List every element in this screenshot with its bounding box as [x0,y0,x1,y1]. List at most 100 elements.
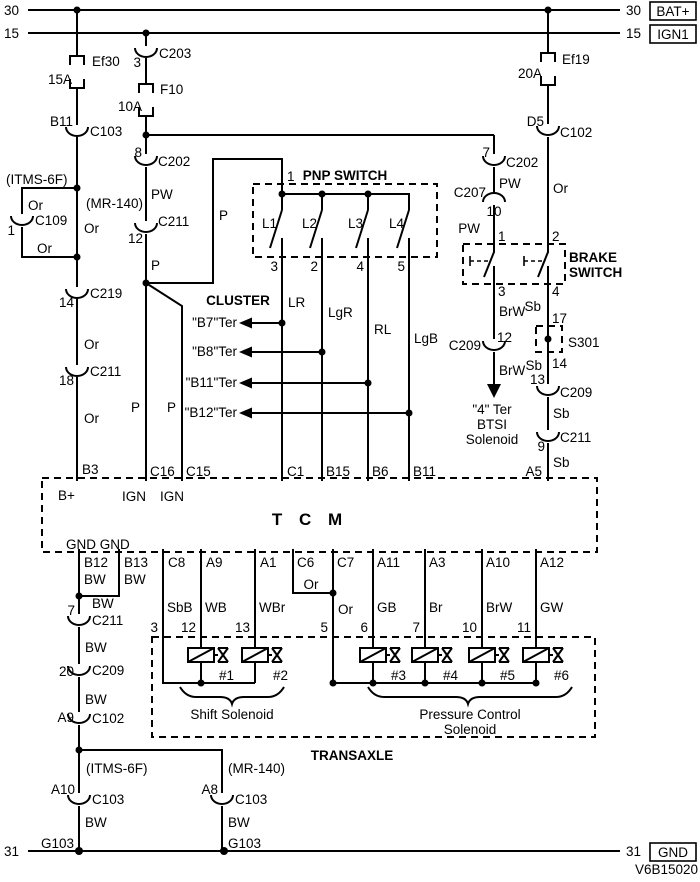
pin-14-s301: 14 [552,356,568,371]
tcm-pin-b12: B12 [84,555,108,570]
connector-c203-label: C203 [159,46,191,61]
group-braces [179,686,573,708]
cluster-terminal-b12: "B12"Ter [185,405,238,420]
pnp-l1-label: L1 [262,216,277,231]
pnp-l3-label: L3 [348,216,363,231]
btsi-label-1: "4" Ter [472,402,512,417]
connector-c211-7-label: C211 [92,613,123,628]
splice-s301-outline [535,325,563,353]
solenoid-4-num: #4 [443,668,459,683]
wire-bw-joint: BW [92,596,114,611]
pin-3-shift: 3 [150,620,158,635]
tcm-pin-b11: B11 [413,464,436,479]
pin-d5-label: D5 [527,114,544,129]
cluster-arrow-b8-icon [239,346,252,358]
wire-or-loop-top: Or [28,198,44,213]
wire-brw-1: BrW [499,304,526,319]
fuse-f10-label: F10 [160,82,183,97]
wire-lgr: LgR [328,305,353,320]
wire-sb-4: Sb [553,455,570,470]
ign1-terminal-label: IGN1 [657,27,689,42]
wire-bw-b12: BW [84,572,106,587]
pin-a9-c102: A9 [57,710,74,725]
wire-sb-2: Sb [525,358,542,373]
brake-switch-title-1: BRAKE [569,250,617,265]
cluster-arrow-b12-icon [239,407,252,419]
mr140-tag-top: (MR-140) [86,196,143,211]
wire-br: Br [429,600,443,615]
transaxle-outline [151,636,596,738]
connector-c109-icon [10,215,34,226]
tcm-pin-c15: C15 [186,464,211,479]
solenoid-5-icon [468,647,510,663]
component-outlines [41,183,598,738]
fuse-ef30-label: Ef30 [92,54,120,69]
pin-13-sol2: 13 [235,620,250,635]
connector-c102-a9-label: C102 [92,711,124,726]
connector-c209-12-icon [482,340,506,351]
wire-or-3: Or [84,411,100,426]
btsi-label-3: Solenoid [466,432,519,447]
mr140-tag-bottom: (MR-140) [228,761,285,776]
shift-solenoid-brace [179,686,285,708]
wiring-lines [21,9,620,852]
wire-or-right: Or [553,181,569,196]
fuse-ef19-label: Ef19 [562,52,590,67]
connector-c211-18-label: C211 [90,364,121,379]
connector-c202-8-icon [134,155,158,166]
solenoid-symbols [187,647,564,663]
fuse-ef19-rating: 20A [518,66,542,81]
pnp-l2-label: L2 [302,216,317,231]
connector-c209-20-label: C209 [92,663,124,678]
wire-sb-3: Sb [553,406,570,421]
wire-bw-a8: BW [228,815,250,830]
drawing-number: V6B15020 [635,862,698,877]
wire-rl: RL [374,322,392,337]
tcm-pin-a1: A1 [260,555,277,570]
wire-gw: GW [540,600,564,615]
connector-c103-label: C103 [90,124,122,139]
solenoid-6-icon [522,647,564,663]
pin-7-sol4: 7 [412,620,420,635]
wire-bw-3: BW [85,692,107,707]
labels: 30 30 BAT+ 15 15 IGN1 31 31 GND V6B15020… [4,3,698,877]
wire-p-feed: P [219,208,228,223]
fuse-f10-rating: 10A [118,99,142,114]
junction-dots [73,6,552,855]
tcm-pin-a11: A11 [377,555,400,570]
pin-12-c211: 12 [128,231,143,246]
pin-14-c219: 14 [59,295,75,310]
wire-or-jog: Or [304,577,320,592]
bat-terminal-box [649,1,697,21]
pnp-pin-1: 1 [287,169,295,184]
fuse-symbols [69,52,556,117]
brake-pin-2: 2 [552,229,560,244]
solenoid-4-icon [411,647,453,663]
connector-c209-20-icon [67,665,91,676]
pin-7-c211-gnd: 7 [67,603,75,618]
tcm-pin-c8: C8 [168,555,185,570]
connector-c211-18-icon [65,366,89,377]
tcm-pin-c6: C6 [297,555,314,570]
pnp-l4-label: L4 [389,216,405,231]
pin-18-c211: 18 [59,373,74,388]
solenoid-3-icon [359,647,401,663]
tcm-pin-c16: C16 [150,464,175,479]
wire-p-1: P [151,258,160,273]
connector-c219-icon [65,288,89,299]
bat-terminal-label: BAT+ [656,4,689,19]
solenoid-1-icon [187,647,229,663]
connector-c211-12-icon [134,222,158,233]
pnp-pin-2: 2 [310,259,318,274]
pressure-solenoid-brace [367,686,573,708]
cluster-terminal-b7: "B7"Ter [192,315,237,330]
cluster-terminal-b8: "B8"Ter [192,344,237,359]
solenoid-2-icon [241,647,283,663]
connector-symbols [10,47,560,805]
gnd-terminal-label: GND [658,845,688,860]
tcm-pin-c7: C7 [337,555,354,570]
pressure-group-label-2: Solenoid [444,722,497,737]
bus-30-label-left: 30 [4,3,19,18]
itms-tag-bottom: (ITMS-6F) [86,761,148,776]
